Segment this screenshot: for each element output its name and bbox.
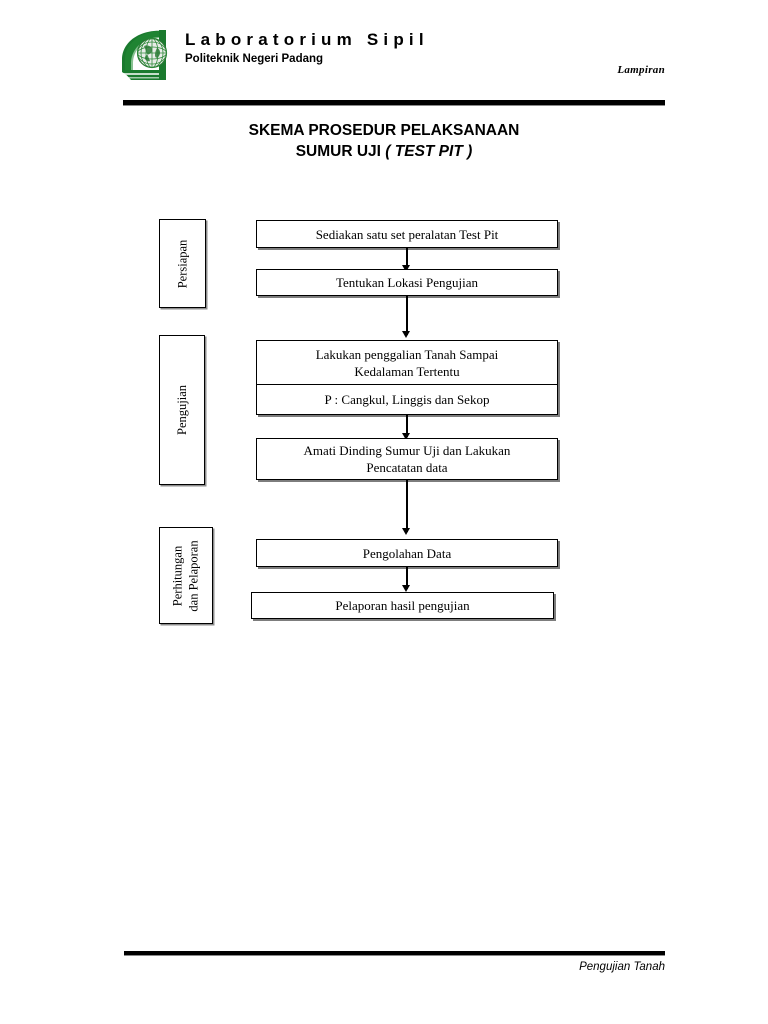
step-text: Pengolahan Data — [362, 545, 452, 561]
stage-label-perhitungan-pelaporan: Perhitungan dan Pelaporan — [170, 540, 202, 611]
connector-arrow-1 — [402, 265, 410, 272]
page-title-line1: SKEMA PROSEDUR PELAKSANAAN — [248, 122, 520, 139]
step-box-pengolahan-data: Pengolahan Data — [256, 539, 558, 567]
page-title-line2-italic: ( TEST PIT ) — [385, 143, 473, 160]
step-box-sediakan-peralatan: Sediakan satu set peralatan Test Pit — [256, 220, 558, 248]
step-text-primary: Lakukan penggalian Tanah Sampai Kedalama… — [257, 341, 557, 385]
step-text-line2: Pencatatan data — [366, 460, 448, 475]
step-text: Pelaporan hasil pengujian — [335, 598, 470, 613]
connector-line-3 — [406, 415, 408, 437]
page-title-line2-plain: SUMUR UJI — [295, 143, 386, 160]
connector-arrow-3 — [402, 433, 410, 440]
connector-line-2 — [406, 296, 408, 335]
stage-box-persiapan: Persiapan — [159, 219, 206, 308]
connector-line-5 — [406, 567, 408, 589]
stage-label-pengujian: Pengujian — [175, 385, 189, 435]
connector-arrow-2 — [402, 331, 410, 338]
footer-divider-rule — [124, 951, 665, 956]
step-text-equipment: P : Cangkul, Linggis dan Sekop — [324, 392, 490, 407]
connector-arrow-5 — [402, 585, 410, 592]
page-title: SKEMA PROSEDUR PELAKSANAAN SUMUR UJI ( T… — [0, 120, 768, 162]
stage-label-line2: dan Pelaporan — [187, 539, 201, 612]
step-text: Sediakan satu set peralatan Test Pit — [315, 226, 499, 242]
institution-name: Politeknik Negeri Padang — [185, 53, 324, 65]
header-title-block: Laboratorium Sipil Politeknik Negeri Pad… — [185, 30, 525, 67]
stage-box-perhitungan-pelaporan: Perhitungan dan Pelaporan — [159, 527, 213, 624]
stage-box-pengujian: Pengujian — [159, 335, 205, 485]
step-text: Tentukan Lokasi Pengujian — [335, 275, 479, 290]
lab-logo-icon — [119, 28, 177, 82]
connector-line-4 — [406, 480, 408, 532]
step-text-line2: Kedalaman Tertentu — [354, 363, 460, 379]
stage-label-persiapan: Persiapan — [175, 239, 190, 288]
step-box-pelaporan-hasil: Pelaporan hasil pengujian — [251, 592, 554, 619]
stage-label-line1: Perhitungan — [171, 545, 185, 606]
connector-line-1 — [406, 248, 408, 268]
step-text-line1: Amati Dinding Sumur Uji dan Lakukan — [303, 443, 511, 458]
step-box-amati-dinding: Amati Dinding Sumur Uji dan Lakukan Penc… — [256, 438, 558, 480]
lab-name: Laboratorium Sipil — [185, 30, 429, 49]
step-text-line1: Lakukan penggalian Tanah Sampai — [315, 346, 499, 362]
step-box-tentukan-lokasi: Tentukan Lokasi Pengujian — [256, 269, 558, 296]
corner-label-lampiran: Lampiran — [617, 64, 665, 76]
footer-label: Pengujian Tanah — [579, 961, 665, 973]
connector-arrow-4 — [402, 528, 410, 535]
header-divider-rule — [123, 100, 665, 106]
step-box-penggalian-tanah: Lakukan penggalian Tanah Sampai Kedalama… — [256, 340, 558, 415]
page-title-line2: SUMUR UJI ( TEST PIT ) — [0, 141, 768, 162]
